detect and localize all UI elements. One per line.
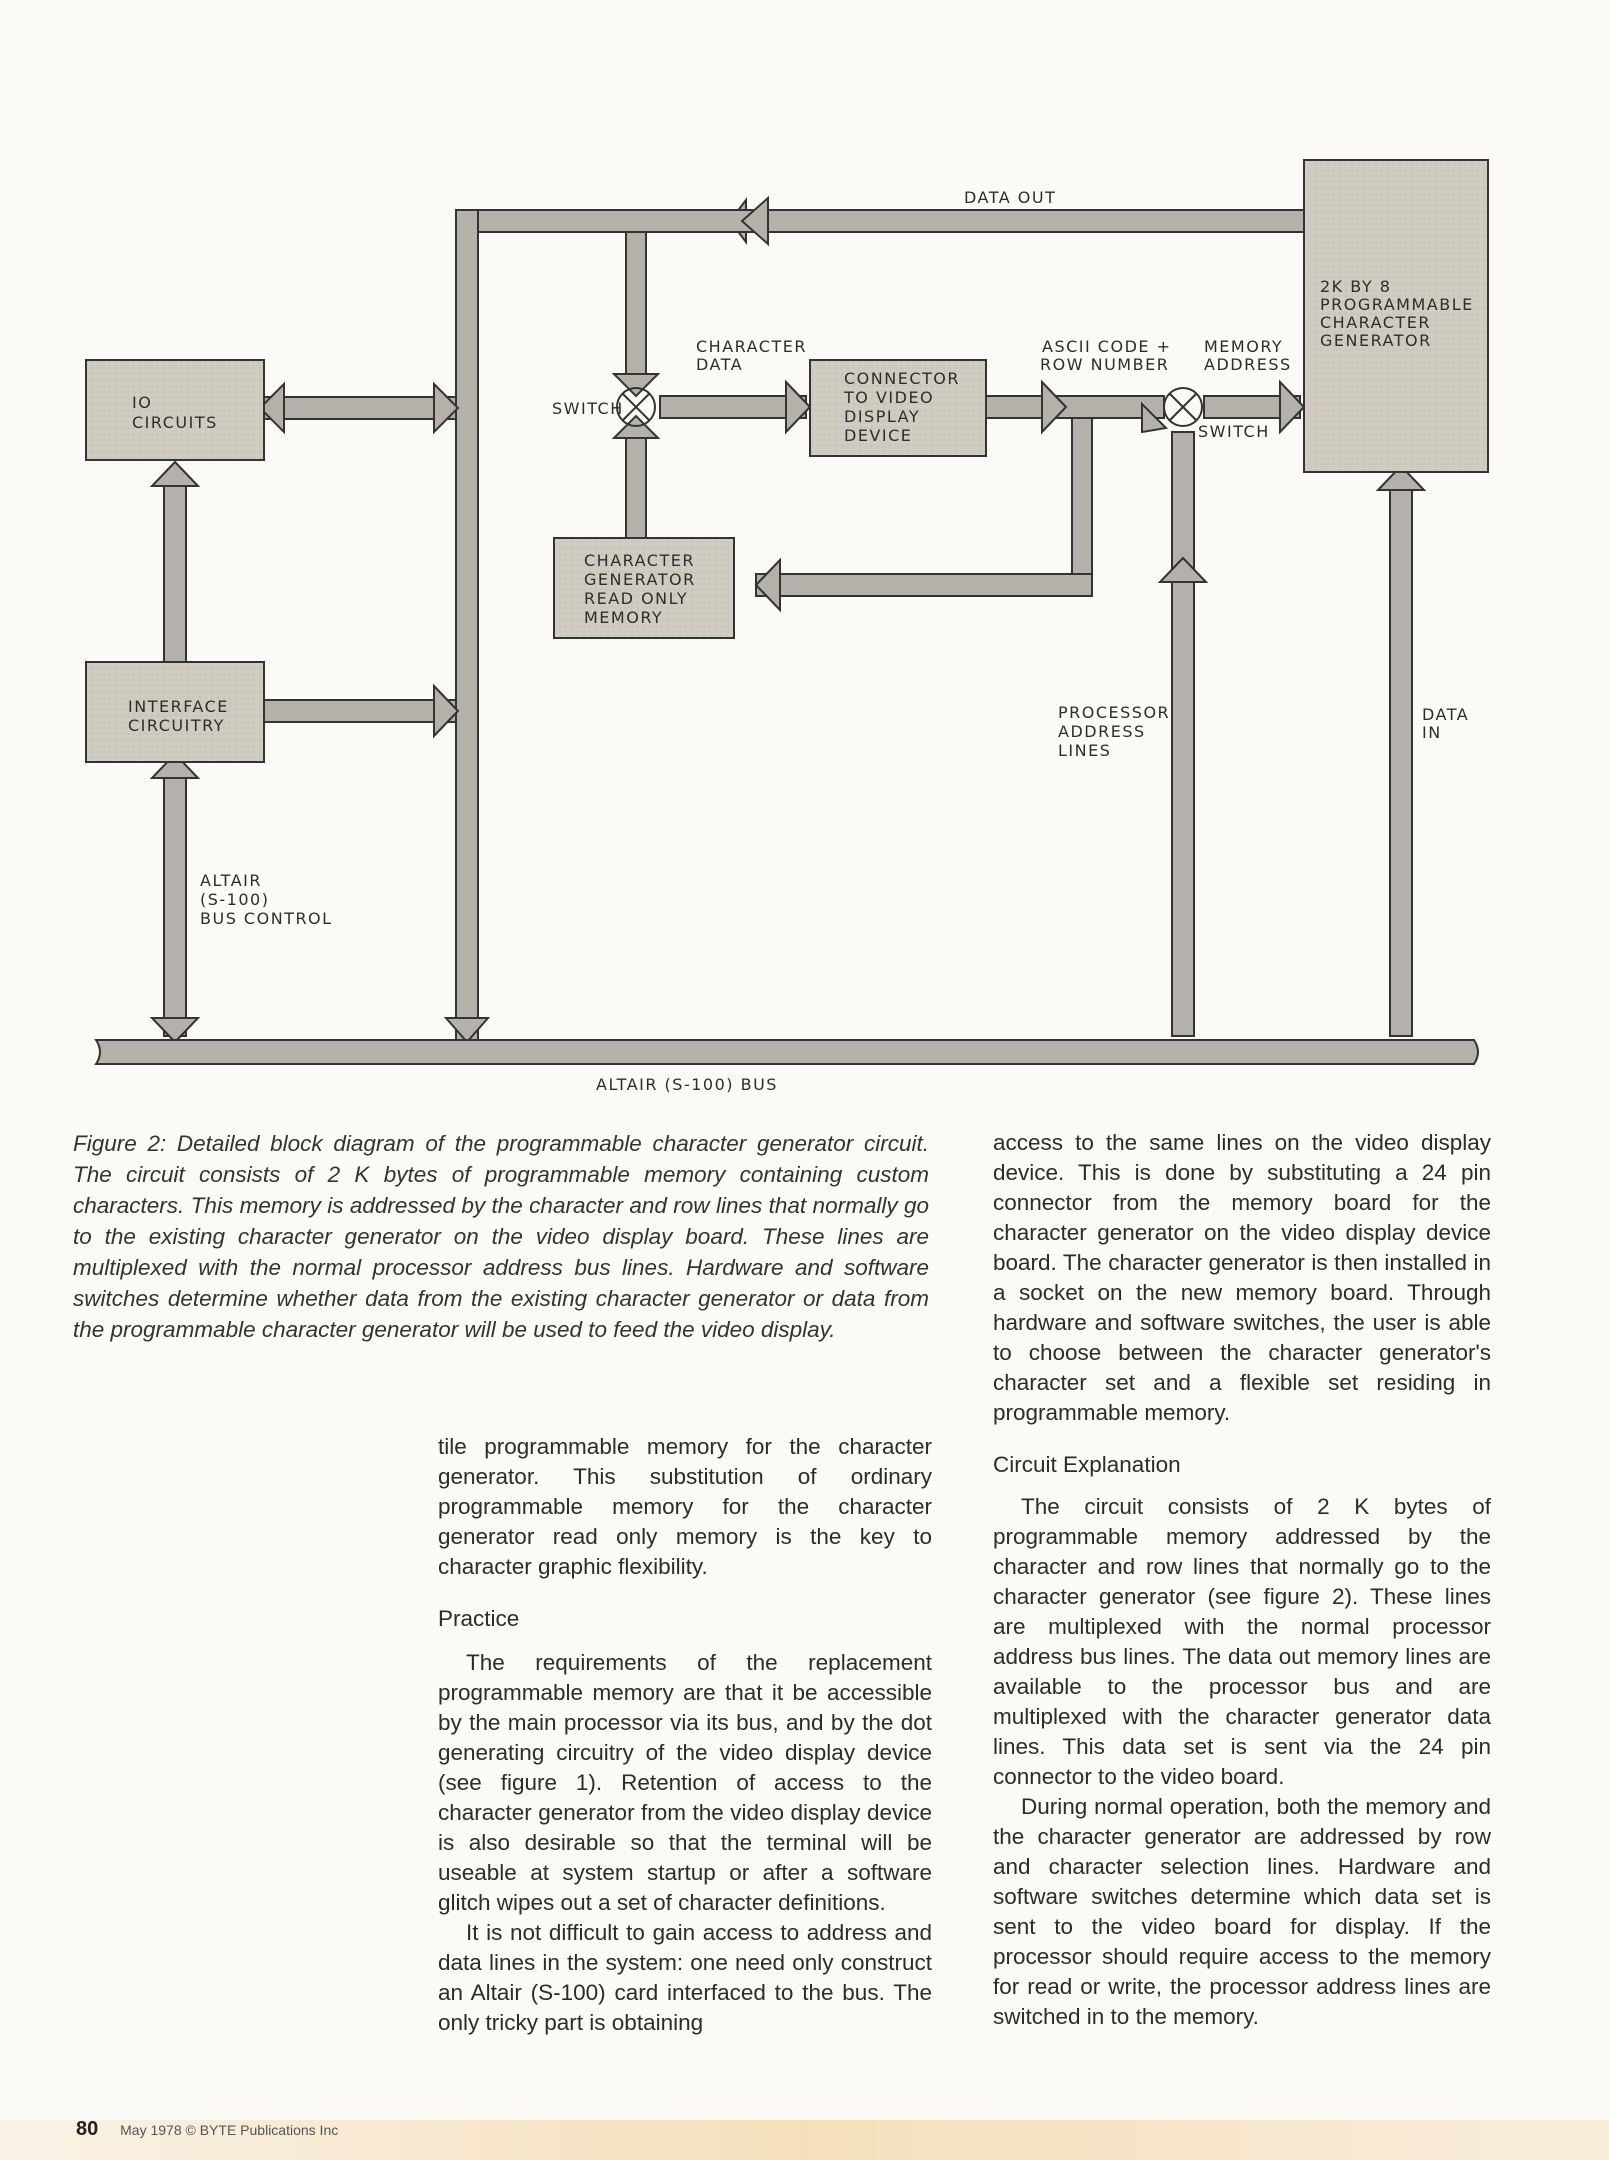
branch-horizontal — [755, 573, 1093, 597]
branch-to-rom — [1071, 417, 1093, 595]
connector-to-switch — [983, 395, 1165, 419]
data-out-label: DATA OUT — [964, 188, 1056, 207]
block-diagram: DATA OUT 2K BY 8 PROGRAMMABLE CHARACTER … — [85, 159, 1489, 1094]
io-right-arrow — [433, 381, 460, 435]
processor-address-label: PROCESSOR ADDRESS LINES — [1058, 703, 1177, 760]
processor-address-bus — [1171, 431, 1195, 1037]
rom-to-switch — [625, 431, 647, 555]
page-footer: 80 May 1978 © BYTE Publications Inc — [76, 2118, 338, 2141]
bus-control-label: ALTAIR (S-100) BUS CONTROL — [200, 871, 333, 928]
altair-bus-label: ALTAIR (S-100) BUS — [596, 1075, 778, 1094]
figure-caption: Figure 2: Detailed block diagram of the … — [73, 1131, 929, 1342]
paragraph: tile programmable memory for the charact… — [438, 1434, 932, 1579]
switch-right — [1163, 387, 1203, 427]
connector-label: CONNECTOR TO VIDEO DISPLAY DEVICE — [843, 369, 967, 445]
interface-bus-link — [163, 771, 187, 1037]
switch-left — [616, 387, 656, 427]
paragraph: The circuit consists of 2 K bytes of pro… — [993, 1494, 1491, 1789]
data-out-arrow — [740, 195, 769, 247]
io-label: IO CIRCUITS — [132, 393, 218, 432]
memory-address-label: MEMORY ADDRESS — [1204, 337, 1292, 374]
box-connector — [809, 359, 987, 457]
left-bus-down-arrow — [443, 1017, 491, 1044]
switch-top-arrow — [611, 373, 661, 398]
prog-gen-label: 2K BY 8 PROGRAMMABLE CHARACTER GENERATOR — [1320, 277, 1480, 350]
box-programmable-char-gen — [1303, 159, 1489, 473]
io-interface-link — [163, 479, 187, 671]
paragraph: access to the same lines on the video di… — [993, 1130, 1491, 1425]
data-in-bus — [1389, 485, 1413, 1037]
ascii-code-label: ASCII CODE + ROW NUMBER — [1040, 337, 1178, 374]
section-heading-practice: Practice — [438, 1606, 520, 1631]
box-char-gen-rom — [553, 537, 735, 639]
page-number: 80 — [76, 2118, 99, 2140]
paragraph: During normal operation, both the memory… — [993, 1794, 1491, 2029]
box-interface-circuitry — [85, 661, 265, 763]
middle-column: tile programmable memory for the charact… — [438, 1432, 932, 2038]
interface-label: INTERFACE CIRCUITRY — [128, 697, 235, 735]
page-edge-stain — [0, 2120, 1609, 2160]
interface-right-arrow — [433, 683, 460, 739]
interface-up-arrow — [149, 752, 201, 779]
altair-bus — [94, 1039, 1479, 1065]
section-heading-circuit: Circuit Explanation — [993, 1452, 1181, 1477]
switch-to-connector — [659, 395, 807, 419]
box-io-circuits — [85, 359, 265, 461]
interface-to-bus — [263, 699, 457, 723]
io-left-arrow — [258, 381, 285, 435]
rom-arrow — [754, 557, 781, 613]
switch-right-label: SWITCH — [1198, 422, 1270, 441]
right-column: access to the same lines on the video di… — [993, 1128, 1491, 2032]
interface-down-arrow — [149, 1017, 201, 1044]
io-up-arrow — [149, 460, 201, 487]
data-in-arrow — [1375, 464, 1427, 491]
footer-text: May 1978 © BYTE Publications Inc — [120, 2122, 339, 2138]
data-out-bus-body — [455, 209, 1305, 233]
memory-address-arrow — [1279, 379, 1306, 435]
switch-right-in-arrow — [1141, 401, 1169, 434]
character-data-label: CHARACTER DATA — [696, 337, 814, 374]
ascii-arrow — [1041, 379, 1068, 435]
char-gen-rom-label: CHARACTER GENERATOR READ ONLY MEMORY — [584, 551, 702, 627]
data-out-to-switch — [625, 231, 647, 381]
switch-left-label: SWITCH — [552, 399, 624, 418]
connector-arrow — [785, 379, 812, 435]
data-in-label: DATA IN — [1422, 705, 1476, 742]
io-to-bus — [259, 396, 457, 420]
processor-up-arrow — [1157, 556, 1209, 583]
paragraph: It is not difficult to gain access to ad… — [438, 1920, 932, 2035]
paragraph: The requirements of the replacement prog… — [438, 1650, 932, 1915]
left-main-bus — [455, 209, 479, 1041]
